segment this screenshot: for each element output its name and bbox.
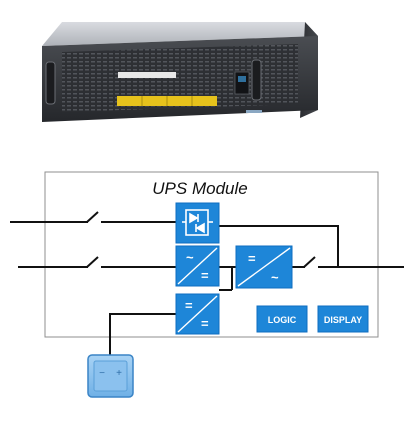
vent-grille: [62, 44, 298, 112]
block-diagram: UPS Module: [10, 171, 404, 398]
display-box: DISPLAY: [317, 305, 369, 333]
ac-dc-converter-icon: ~ =: [177, 247, 218, 285]
static-switch-block: [175, 202, 220, 244]
svg-text:=: =: [248, 251, 256, 266]
battery-plus-label: +: [116, 368, 122, 379]
front-panel: [234, 71, 250, 95]
battery-minus-label: −: [99, 368, 105, 379]
thyristor-bypass-icon: [182, 209, 213, 236]
svg-text:~: ~: [271, 270, 279, 285]
svg-text:=: =: [201, 268, 209, 283]
ups-hardware-image: [42, 22, 318, 122]
info-label: [118, 72, 176, 78]
left-handle: [45, 61, 56, 105]
battery-icon: − +: [87, 354, 134, 398]
logic-label: LOGIC: [268, 315, 297, 325]
rectifier-block: ~ =: [175, 245, 220, 287]
display-label: DISPLAY: [324, 315, 362, 325]
svg-text:=: =: [185, 298, 193, 313]
dc-ac-converter-icon: = ~: [237, 247, 291, 287]
logic-box: LOGIC: [256, 305, 308, 333]
ups-module-title: UPS Module: [152, 179, 247, 198]
wiring: [10, 211, 404, 362]
chassis-top: [42, 22, 318, 46]
inverter-block: = ~: [235, 245, 293, 289]
charger-block: = =: [175, 293, 220, 335]
svg-text:=: =: [201, 316, 209, 331]
svg-text:~: ~: [186, 250, 194, 265]
dc-dc-converter-icon: = =: [177, 295, 218, 333]
right-handle: [251, 59, 262, 101]
